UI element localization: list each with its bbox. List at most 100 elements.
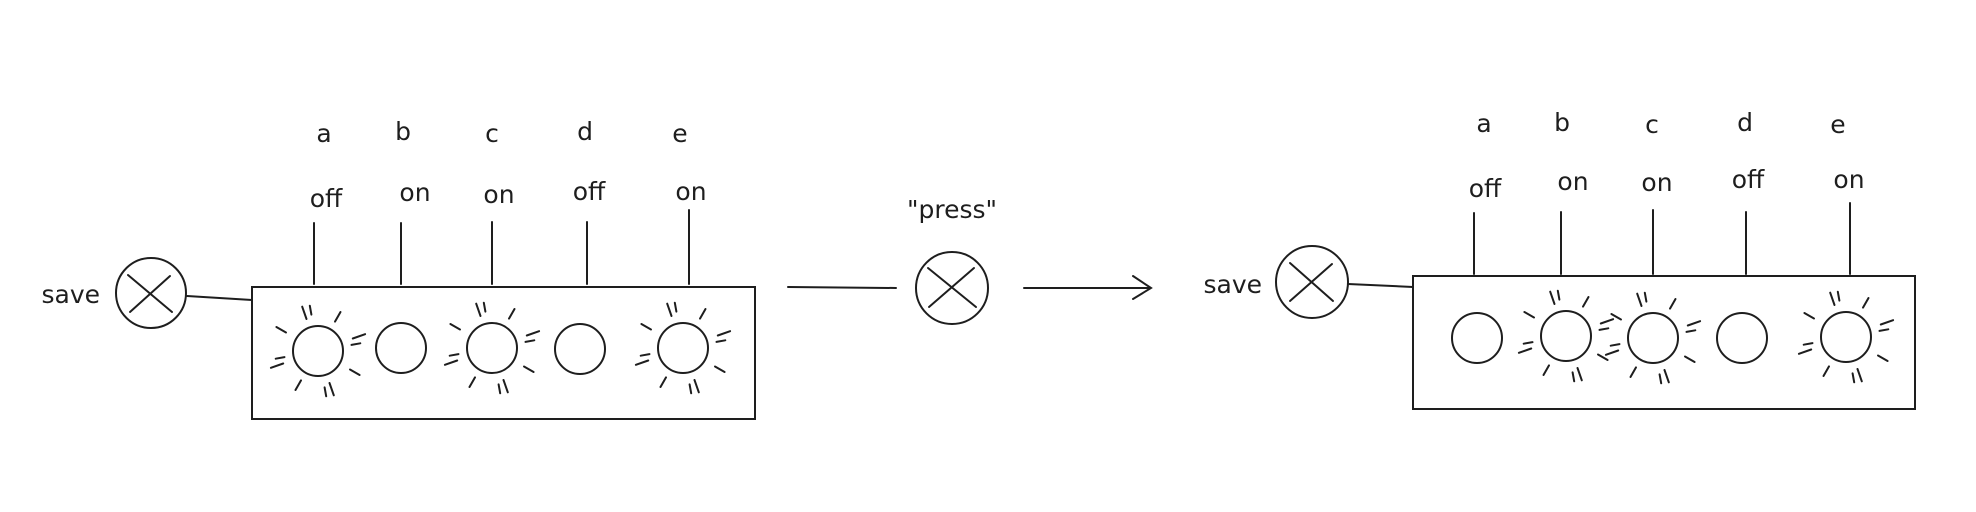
- light-bulb-e: [1820, 311, 1872, 363]
- glow-ray: [274, 356, 286, 360]
- save-button-circle[interactable]: [115, 257, 187, 329]
- glow-ray: [639, 353, 651, 357]
- glow-ray: [1609, 343, 1621, 347]
- glow-ray: [449, 323, 461, 331]
- light-state-c: on: [483, 180, 514, 209]
- light-bulb-b: [375, 322, 427, 374]
- press-arrow-head-icon: [1132, 275, 1153, 300]
- glow-ray: [1856, 368, 1863, 383]
- glow-ray: [714, 365, 726, 373]
- glow-ray: [301, 305, 308, 320]
- glow-ray: [350, 342, 362, 346]
- glow-ray: [294, 379, 302, 391]
- save-button-x-stroke-2: [129, 275, 171, 313]
- glow-rays-c: [443, 301, 541, 395]
- glow-ray: [1836, 290, 1841, 302]
- glow-ray: [468, 376, 476, 388]
- glow-ray: [640, 323, 652, 331]
- glow-ray: [508, 308, 516, 320]
- glow-ray: [659, 376, 667, 388]
- save-button[interactable]: [115, 257, 187, 329]
- light-letter-b: b: [395, 117, 411, 146]
- light-bulb-e: [657, 322, 709, 374]
- glow-ray: [351, 333, 367, 340]
- glow-ray: [1877, 354, 1889, 362]
- glow-ray: [715, 339, 727, 343]
- light-bulb-c: [1627, 312, 1679, 364]
- glow-ray: [1686, 320, 1702, 327]
- light-state-e: on: [675, 177, 706, 206]
- glow-rays-a: [269, 304, 367, 398]
- glow-ray: [1517, 347, 1533, 354]
- light-bulb-d: [554, 323, 606, 375]
- light-panel-box: [1412, 275, 1916, 410]
- glow-ray: [1829, 291, 1836, 306]
- glow-ray: [334, 311, 342, 323]
- glow-ray: [673, 301, 678, 313]
- glow-ray: [323, 386, 328, 398]
- glow-ray: [1803, 312, 1815, 320]
- light-panel-box: [251, 286, 756, 420]
- glow-ray: [1522, 341, 1534, 345]
- light-letter-a: a: [1476, 109, 1491, 138]
- glow-ray: [1658, 373, 1663, 385]
- glow-ray: [1878, 328, 1890, 332]
- light-letter-d: d: [1737, 108, 1753, 137]
- glow-ray: [1542, 364, 1550, 376]
- light-bulb-a: [1451, 312, 1503, 364]
- glow-ray: [275, 326, 287, 334]
- save-button-circle[interactable]: [1275, 245, 1349, 319]
- glow-ray: [693, 379, 700, 394]
- panel-after: a b c d e off on on off on save: [1203, 108, 1916, 410]
- glow-ray: [525, 330, 541, 337]
- glow-ray: [666, 302, 673, 317]
- glow-ray: [716, 330, 732, 337]
- glow-ray: [1604, 349, 1620, 356]
- light-state-b: on: [399, 178, 430, 207]
- light-letter-e: e: [1830, 110, 1845, 139]
- light-letter-a: a: [316, 119, 331, 148]
- glow-ray: [1684, 355, 1696, 363]
- light-letter-c: c: [1645, 110, 1659, 139]
- save-button[interactable]: [1275, 245, 1349, 319]
- save-connector: [186, 295, 253, 301]
- glow-ray: [523, 365, 535, 373]
- glow-ray: [699, 308, 707, 320]
- press-button-circle[interactable]: [915, 251, 989, 325]
- glow-rays-e: [1797, 290, 1895, 384]
- light-state-d: off: [573, 177, 606, 206]
- glow-ray: [443, 359, 459, 366]
- save-button-x-stroke-2: [1289, 263, 1333, 302]
- glow-ray: [1629, 366, 1637, 378]
- glow-ray: [482, 301, 487, 313]
- panel-before: a b c d e off on on off on save: [41, 117, 756, 420]
- glow-rays-e: [634, 301, 732, 395]
- light-letter-d: d: [577, 117, 593, 146]
- glow-ray: [1549, 290, 1556, 305]
- glow-ray: [1556, 289, 1561, 301]
- glow-ray: [1598, 327, 1610, 331]
- glow-ray: [1597, 353, 1609, 361]
- glow-ray: [1685, 329, 1697, 333]
- save-label: save: [41, 280, 100, 309]
- glow-ray: [688, 383, 693, 395]
- press-button-x-stroke-2: [928, 267, 975, 308]
- light-bulb-c: [466, 322, 518, 374]
- glow-ray: [308, 304, 313, 316]
- glow-ray: [1669, 298, 1677, 310]
- glow-ray: [1851, 372, 1856, 384]
- light-bulb-a: [292, 325, 344, 377]
- glow-ray: [1523, 311, 1535, 319]
- press-label: "press": [907, 195, 997, 224]
- glow-ray: [497, 383, 502, 395]
- light-state-c: on: [1641, 168, 1672, 197]
- light-state-e: on: [1833, 165, 1864, 194]
- glow-ray: [1802, 342, 1814, 346]
- glow-ray: [634, 359, 650, 366]
- glow-ray: [1862, 297, 1870, 309]
- press-button[interactable]: [915, 251, 989, 325]
- save-label: save: [1203, 270, 1262, 299]
- light-state-a: off: [310, 184, 343, 213]
- save-connector: [1347, 283, 1414, 288]
